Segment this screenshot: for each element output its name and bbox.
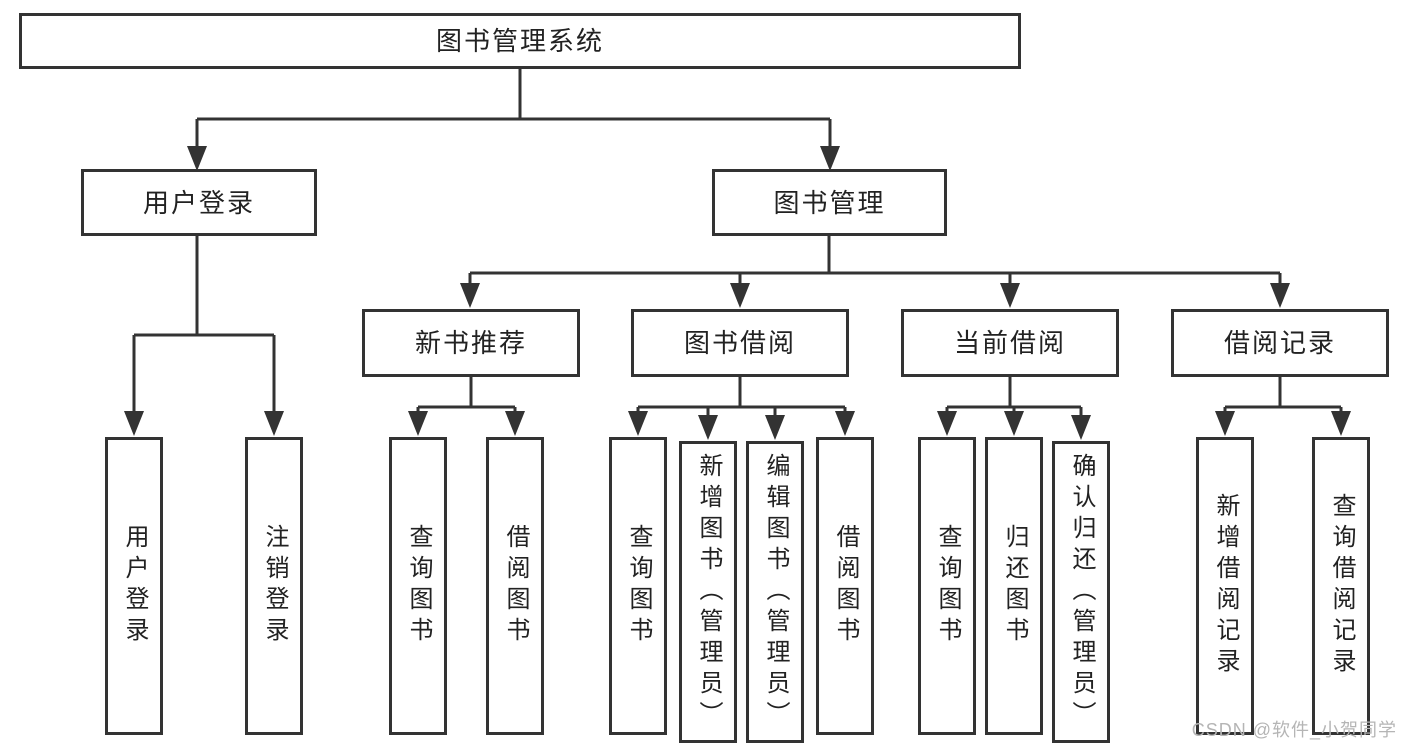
node-book-management: 图书管理 (712, 169, 947, 236)
arrow-leaf-bb-borrow (835, 411, 855, 436)
edge-book-mgmt-rail (468, 236, 1282, 286)
edge-book-borrow-rail (636, 377, 847, 418)
arrow-leaf-logout (264, 411, 284, 436)
arrow-new-book (460, 283, 480, 308)
node-leaf-user-login: 用户登录 (105, 437, 163, 735)
arrow-leaf-login (124, 411, 144, 436)
node-leaf-cb-return-books: 归还图书 (985, 437, 1043, 735)
arrow-leaf-cb-confirm (1071, 415, 1091, 440)
node-leaf-bb-add-books-admin: 新增图书（管理员） (679, 441, 737, 743)
node-leaf-nbr-query-books: 查询图书 (389, 437, 447, 735)
edge-records-rail (1223, 377, 1343, 414)
node-book-borrowing: 图书借阅 (631, 309, 849, 377)
arrow-user-login (187, 146, 207, 171)
node-leaf-bb-borrow-books: 借阅图书 (816, 437, 874, 735)
node-leaf-cb-query-books: 查询图书 (918, 437, 976, 735)
node-user-login: 用户登录 (81, 169, 317, 236)
arrow-leaf-nbr-query (408, 411, 428, 436)
edge-new-book-rail (416, 377, 517, 414)
arrow-leaf-br-add (1215, 411, 1235, 436)
csdn-watermark: CSDN @软件_小贺同学 (1191, 720, 1397, 740)
edge-current-borrow-rail (945, 377, 1083, 418)
node-leaf-cb-confirm-return-admin: 确认归还（管理员） (1052, 441, 1110, 743)
arrow-book-mgmt (820, 146, 840, 171)
edge-user-login-rail (132, 236, 276, 413)
node-leaf-bb-edit-books-admin: 编辑图书（管理员） (746, 441, 804, 743)
arrow-leaf-bb-add (698, 415, 718, 440)
arrow-leaf-bb-query (628, 411, 648, 436)
arrow-leaf-bb-edit (765, 415, 785, 440)
arrow-book-borrow (730, 283, 750, 308)
node-leaf-logout: 注销登录 (245, 437, 303, 735)
arrowheads (124, 146, 1351, 440)
arrow-leaf-br-query (1331, 411, 1351, 436)
node-borrowing-records: 借阅记录 (1171, 309, 1389, 377)
node-leaf-br-add-record: 新增借阅记录 (1196, 437, 1254, 735)
node-current-borrowing: 当前借阅 (901, 309, 1119, 377)
arrow-records (1270, 283, 1290, 308)
node-leaf-nbr-borrow-books: 借阅图书 (486, 437, 544, 735)
node-root: 图书管理系统 (19, 13, 1021, 69)
edge-root-rail (195, 69, 832, 148)
node-leaf-bb-query-books: 查询图书 (609, 437, 667, 735)
arrow-leaf-cb-query (937, 411, 957, 436)
arrow-leaf-cb-return (1004, 411, 1024, 436)
node-new-book-recommend: 新书推荐 (362, 309, 580, 377)
node-leaf-br-query-record: 查询借阅记录 (1312, 437, 1370, 735)
arrow-leaf-nbr-borrow (505, 411, 525, 436)
arrow-current-borrow (1000, 283, 1020, 308)
